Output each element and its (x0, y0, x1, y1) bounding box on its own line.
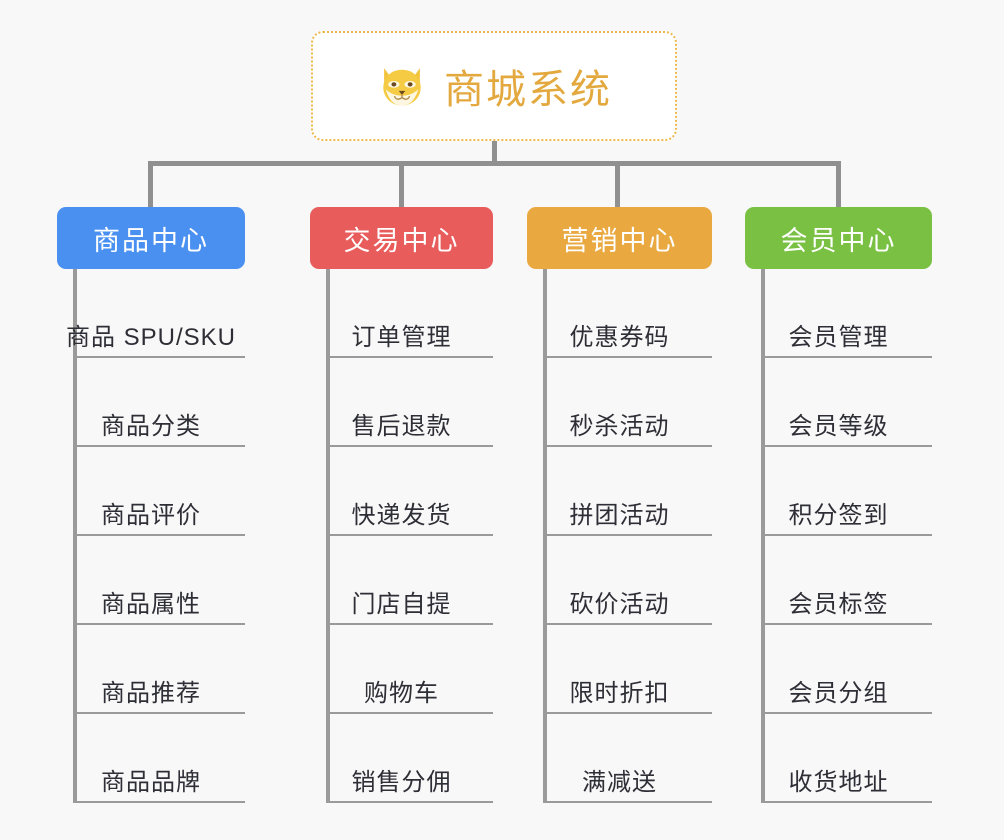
leaf-label: 满减送 (582, 769, 657, 796)
connector-drop-1 (148, 161, 153, 207)
branch-items-1: 商品 SPU/SKU 商品分类 商品评价 商品属性 商品推荐 商品品牌 (57, 269, 245, 803)
leaf-item[interactable]: 优惠券码 (527, 269, 712, 358)
branch-header-4[interactable]: 会员中心 (745, 207, 932, 269)
leaf-item[interactable]: 商品分类 (57, 358, 245, 447)
leaf-item[interactable]: 购物车 (310, 625, 493, 714)
leaf-item[interactable]: 门店自提 (310, 536, 493, 625)
leaf-item[interactable]: 商品 SPU/SKU (57, 269, 245, 358)
leaf-label: 会员管理 (788, 324, 889, 351)
branch-trunk (73, 269, 77, 803)
leaf-label: 限时折扣 (569, 680, 670, 707)
leaf-label: 销售分佣 (351, 769, 452, 796)
leaf-label: 收货地址 (788, 769, 889, 796)
branch-header-label: 会员中心 (780, 225, 897, 256)
leaf-label: 会员等级 (788, 413, 889, 440)
leaf-label: 商品分类 (101, 413, 201, 440)
leaf-label: 快递发货 (351, 502, 452, 529)
leaf-item[interactable]: 订单管理 (310, 269, 493, 358)
branch-header-label: 交易中心 (343, 225, 460, 256)
leaf-label: 门店自提 (351, 591, 452, 618)
leaf-item[interactable]: 积分签到 (745, 447, 932, 536)
leaf-label: 秒杀活动 (569, 413, 670, 440)
branch-header-label: 营销中心 (561, 225, 678, 256)
branch-header-2[interactable]: 交易中心 (310, 207, 493, 269)
leaf-label: 商品推荐 (101, 680, 201, 707)
branch-column-2: 交易中心 订单管理 售后退款 快递发货 门店自提 购物车 销售分佣 (310, 207, 493, 803)
root-title: 商城系统 (444, 68, 612, 112)
leaf-item[interactable]: 秒杀活动 (527, 358, 712, 447)
branch-trunk (326, 269, 330, 803)
leaf-label: 拼团活动 (569, 502, 670, 529)
leaf-label: 商品品牌 (101, 769, 201, 796)
leaf-item[interactable]: 快递发货 (310, 447, 493, 536)
connector-drop-3 (615, 161, 620, 207)
branch-items-2: 订单管理 售后退款 快递发货 门店自提 购物车 销售分佣 (310, 269, 493, 803)
leaf-item[interactable]: 售后退款 (310, 358, 493, 447)
leaf-label: 订单管理 (351, 324, 452, 351)
leaf-item[interactable]: 拼团活动 (527, 447, 712, 536)
leaf-label: 商品属性 (101, 591, 201, 618)
branch-column-4: 会员中心 会员管理 会员等级 积分签到 会员标签 会员分组 收货地址 (745, 207, 932, 803)
leaf-item[interactable]: 满减送 (527, 714, 712, 803)
shiba-inu-dog-face-icon (376, 60, 428, 112)
leaf-label: 售后退款 (351, 413, 452, 440)
branch-column-1: 商品中心 商品 SPU/SKU 商品分类 商品评价 商品属性 商品推荐 商品品牌 (57, 207, 245, 803)
leaf-label: 商品评价 (101, 502, 201, 529)
root-node[interactable]: 商城系统 (311, 31, 677, 141)
branch-trunk (543, 269, 547, 803)
leaf-item[interactable]: 砍价活动 (527, 536, 712, 625)
branch-header-label: 商品中心 (93, 225, 209, 256)
branch-items-4: 会员管理 会员等级 积分签到 会员标签 会员分组 收货地址 (745, 269, 932, 803)
leaf-item[interactable]: 商品属性 (57, 536, 245, 625)
leaf-label: 会员标签 (788, 591, 889, 618)
leaf-item[interactable]: 商品评价 (57, 447, 245, 536)
connector-drop-2 (399, 161, 404, 207)
leaf-item[interactable]: 收货地址 (745, 714, 932, 803)
branch-header-1[interactable]: 商品中心 (57, 207, 245, 269)
leaf-label: 商品 SPU/SKU (65, 324, 237, 351)
branch-column-3: 营销中心 优惠券码 秒杀活动 拼团活动 砍价活动 限时折扣 满减送 (527, 207, 712, 803)
connector-drop-4 (836, 161, 841, 207)
leaf-item[interactable]: 限时折扣 (527, 625, 712, 714)
leaf-item[interactable]: 会员等级 (745, 358, 932, 447)
connector-root-stem (492, 141, 497, 165)
leaf-label: 优惠券码 (569, 324, 670, 351)
leaf-item[interactable]: 商品品牌 (57, 714, 245, 803)
leaf-item[interactable]: 会员分组 (745, 625, 932, 714)
branch-items-3: 优惠券码 秒杀活动 拼团活动 砍价活动 限时折扣 满减送 (527, 269, 712, 803)
leaf-item[interactable]: 商品推荐 (57, 625, 245, 714)
branch-trunk (761, 269, 765, 803)
leaf-label: 积分签到 (788, 502, 889, 529)
branch-header-3[interactable]: 营销中心 (527, 207, 712, 269)
leaf-label: 会员分组 (788, 680, 889, 707)
leaf-label: 购物车 (364, 680, 439, 707)
leaf-item[interactable]: 会员标签 (745, 536, 932, 625)
leaf-item[interactable]: 销售分佣 (310, 714, 493, 803)
connector-horizontal-bus (148, 161, 841, 166)
leaf-label: 砍价活动 (569, 591, 670, 618)
leaf-item[interactable]: 会员管理 (745, 269, 932, 358)
